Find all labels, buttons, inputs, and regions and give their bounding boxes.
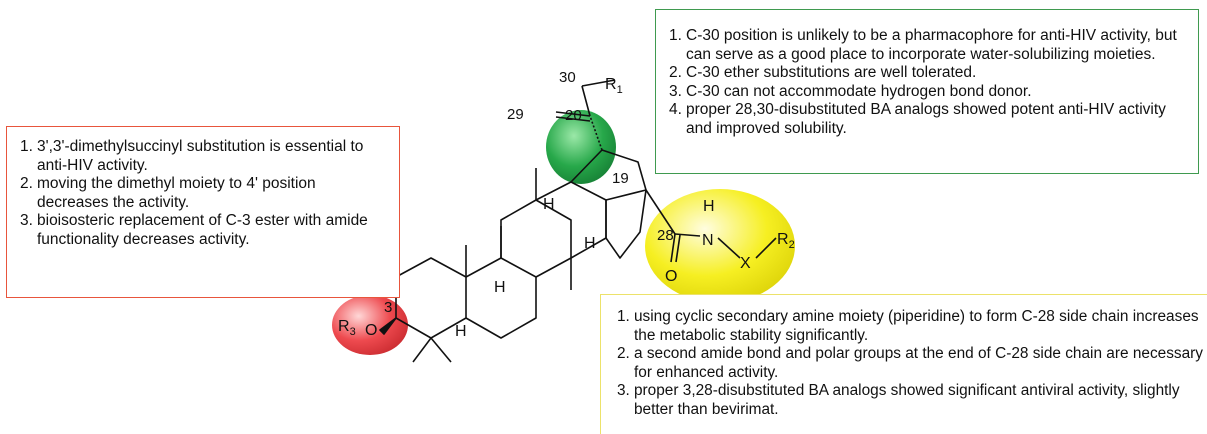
label-c30: 30 bbox=[559, 69, 576, 86]
c3-sar-notes: 1.3',3'-dimethylsuccinyl substitution is… bbox=[6, 126, 400, 298]
label-c19: 19 bbox=[612, 170, 629, 187]
note-item: 3.bioisosteric replacement of C-3 ester … bbox=[20, 212, 368, 248]
c30-sar-notes: 1.C-30 position is unlikely to be a phar… bbox=[655, 9, 1199, 174]
label-c20: 20 bbox=[565, 107, 582, 124]
yellow-region-c28 bbox=[645, 189, 795, 303]
note-item: 1.C-30 position is unlikely to be a phar… bbox=[669, 27, 1177, 63]
label-r2: R2 bbox=[777, 231, 795, 251]
c28-sar-notes: 1.using cyclic secondary amine moiety (p… bbox=[600, 294, 1207, 434]
note-item: 1.using cyclic secondary amine moiety (p… bbox=[617, 308, 1199, 344]
note-item: 3.C-30 can not accommodate hydrogen bond… bbox=[669, 82, 1032, 100]
note-item: 3.proper 3,28-disubstituted BA analogs s… bbox=[617, 382, 1180, 418]
green-region-c30 bbox=[546, 110, 616, 184]
note-item: 2.C-30 ether substitutions are well tole… bbox=[669, 64, 977, 82]
label-n: N bbox=[702, 232, 714, 249]
note-item: 1.3',3'-dimethylsuccinyl substitution is… bbox=[20, 138, 364, 174]
label-amide-h: H bbox=[703, 198, 715, 215]
molecule-labels: 30 R1 20 29 19 28 H N X R2 O R3 O 3 H H … bbox=[338, 69, 795, 340]
label-c28: 28 bbox=[657, 227, 674, 244]
note-item: 4.proper 28,30-disubstituted BA analogs … bbox=[669, 101, 1166, 137]
label-r3: R3 bbox=[338, 318, 356, 338]
note-item: 2.a second amide bond and polar groups a… bbox=[617, 345, 1203, 381]
red-region-c3 bbox=[332, 295, 408, 355]
label-h5: H bbox=[455, 323, 467, 340]
label-x: X bbox=[740, 255, 751, 272]
label-c3: 3 bbox=[384, 299, 392, 316]
label-h9: H bbox=[494, 279, 506, 296]
label-h18: H bbox=[584, 235, 596, 252]
label-carbonyl-o: O bbox=[665, 268, 677, 285]
label-r1: R1 bbox=[605, 76, 623, 96]
label-ester-o: O bbox=[365, 322, 377, 339]
label-c29: 29 bbox=[507, 106, 524, 123]
label-h13: H bbox=[543, 196, 555, 213]
note-item: 2.moving the dimethyl moiety to 4' posit… bbox=[20, 175, 316, 211]
